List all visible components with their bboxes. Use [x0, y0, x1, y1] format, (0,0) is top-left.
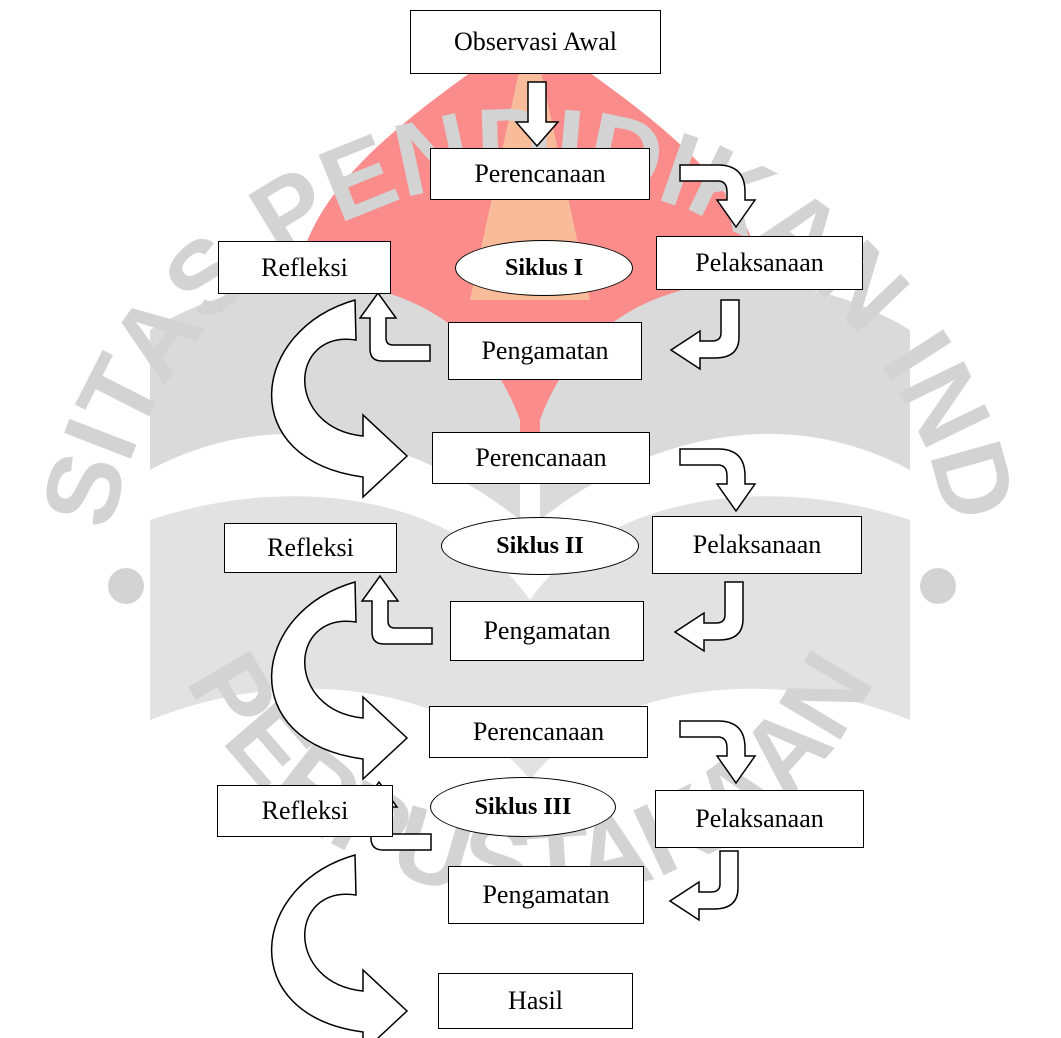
- cycle-1-observation-box: Pengamatan: [448, 322, 642, 380]
- cycle-2-action-box: Pelaksanaan: [652, 516, 862, 574]
- cycle-1-reflection-box: Refleksi: [218, 241, 391, 294]
- cycle-3-action-box: Pelaksanaan: [655, 790, 864, 848]
- cycle-1-planning-box: Perencanaan: [430, 148, 650, 200]
- cycle-3-planning-box: Perencanaan: [429, 706, 648, 758]
- cycle-2-reflection-box: Refleksi: [224, 523, 397, 573]
- watermark-dot-left: [108, 568, 144, 604]
- observation-to-reflection-arrow: [360, 574, 433, 645]
- cycle-1-action-box: Pelaksanaan: [656, 236, 863, 290]
- planning-to-action-arrow: [679, 164, 757, 229]
- reflection-to-next-cycle-arrow: [270, 299, 409, 499]
- cycle-2-label-oval: Siklus II: [441, 517, 639, 575]
- cycle-1-label-oval: Siklus I: [455, 240, 633, 296]
- cycle-2-observation-box: Pengamatan: [450, 601, 644, 661]
- cycle-3-observation-box: Pengamatan: [448, 866, 644, 924]
- action-to-observation-arrow: [673, 581, 744, 653]
- action-to-observation-arrow: [669, 299, 740, 371]
- start-box-observasi-awal: Observasi Awal: [410, 10, 661, 74]
- planning-to-action-arrow: [679, 720, 757, 785]
- cycle-2-planning-box: Perencanaan: [432, 432, 650, 484]
- logo-gray-wing-left: [150, 281, 520, 520]
- down-arrow-start: [514, 81, 560, 148]
- watermark-dot-right: [920, 568, 956, 604]
- action-to-observation-arrow: [668, 850, 739, 922]
- reflection-to-result-arrow: [270, 854, 409, 1038]
- cycle-3-label-oval: Siklus III: [430, 777, 616, 837]
- cycle-3-reflection-box: Refleksi: [217, 785, 393, 837]
- planning-to-action-arrow: [679, 448, 757, 513]
- reflection-to-next-cycle-arrow: [270, 581, 409, 781]
- result-box-hasil: Hasil: [438, 973, 633, 1029]
- observation-to-reflection-arrow: [358, 291, 431, 362]
